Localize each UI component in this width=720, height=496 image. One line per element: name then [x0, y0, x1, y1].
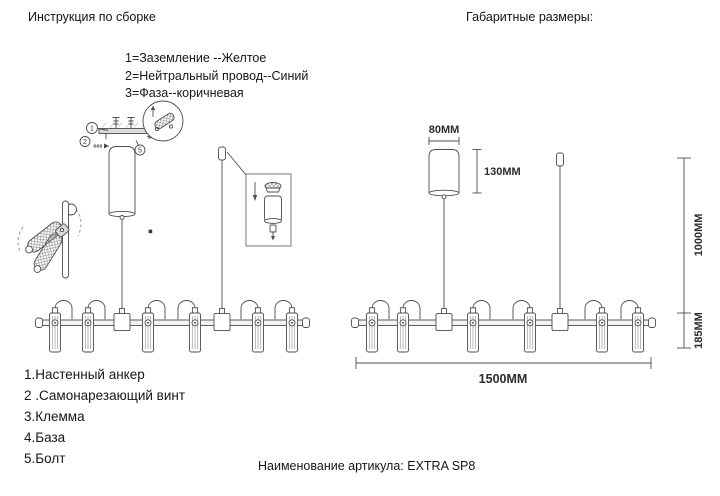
lamp	[274, 300, 298, 353]
callout-screw: 2	[79, 136, 109, 149]
cord-connector	[113, 308, 131, 332]
dim-canopy-diameter: 80MM	[428, 124, 460, 145]
dimensions-diagram: 80MM 130MM	[351, 124, 705, 386]
lamp	[397, 300, 421, 353]
reference-mark	[148, 229, 153, 234]
swivel-spot-detail	[17, 200, 82, 279]
rod	[62, 200, 69, 279]
legend-line-ground: 1=Заземление --Желтое	[125, 51, 267, 65]
cord-grip-detail-box	[245, 173, 292, 247]
article-name: Наименование артикула: EXTRA SP8	[258, 459, 476, 473]
canopy	[108, 146, 136, 220]
dim-80-label: 80MM	[429, 124, 460, 136]
parts-list-item-screw: 2 .Самонарезающий винт	[24, 388, 186, 403]
page-title: Инструкция по сборке	[28, 10, 156, 24]
dimensions-title: Габаритные размеры:	[466, 10, 594, 24]
legend-line-phase: 3=Фаза--коричневая	[125, 86, 244, 100]
legend-line-neutral: 2=Нейтральный провод--Синий	[125, 68, 309, 83]
terminal-detail-bubble	[142, 100, 184, 142]
dim-vertical: 1000MM 185MM	[677, 157, 705, 349]
cord-connector	[551, 308, 569, 332]
dim-bar-length: 1500MM	[355, 357, 652, 386]
cord-connector	[435, 308, 453, 332]
callout-screw-label: 2	[83, 139, 87, 146]
lamp	[49, 300, 73, 353]
lamp	[512, 300, 536, 353]
dim-185-label: 185MM	[693, 312, 705, 349]
parts-list: 1.Настенный анкер 2 .Самонарезающий винт…	[24, 364, 185, 469]
callout-bolt-label: 5	[138, 148, 142, 155]
terminal-block	[154, 112, 175, 130]
cord-connector	[213, 308, 231, 332]
lamp	[620, 300, 644, 353]
callout-bolt: 5	[134, 140, 146, 156]
arrow-down-icon	[252, 195, 258, 201]
arrow-right-icon	[104, 143, 109, 149]
lamp	[467, 300, 491, 353]
callout-anchor-label: 1	[90, 126, 94, 133]
lamp	[366, 300, 390, 353]
wiring-legend: 1=Заземление --Желтое 2=Нейтральный пров…	[125, 50, 308, 103]
parts-list-item-terminal: 3.Клемма	[24, 409, 85, 424]
cord-grip	[556, 152, 564, 172]
parts-list-item-base: 4.База	[24, 430, 66, 445]
lamp	[177, 300, 201, 353]
assembly-diagram: 1 2	[17, 100, 310, 353]
lamp	[584, 300, 608, 353]
callout-anchor: 1	[86, 122, 109, 134]
dim-1000-label: 1000MM	[693, 214, 705, 257]
parts-list-item-anchor: 1.Настенный анкер	[24, 367, 145, 382]
ceiling-hatch	[101, 122, 155, 128]
lamp	[240, 300, 264, 353]
fixture-bar-dim	[351, 317, 656, 328]
cord-grip	[218, 146, 226, 166]
fixture-bar	[35, 317, 310, 328]
dim-1500-label: 1500MM	[479, 372, 528, 386]
lamp	[142, 300, 166, 353]
lamp	[82, 300, 106, 353]
mounting-bolts	[105, 117, 150, 139]
arrow-down-icon	[271, 236, 275, 241]
dim-130-label: 130MM	[484, 166, 521, 178]
parts-list-item-bolt: 5.Болт	[24, 451, 66, 466]
canopy-dim	[428, 149, 460, 200]
dim-canopy-height: 130MM	[472, 149, 521, 194]
screw-icon	[93, 144, 102, 148]
